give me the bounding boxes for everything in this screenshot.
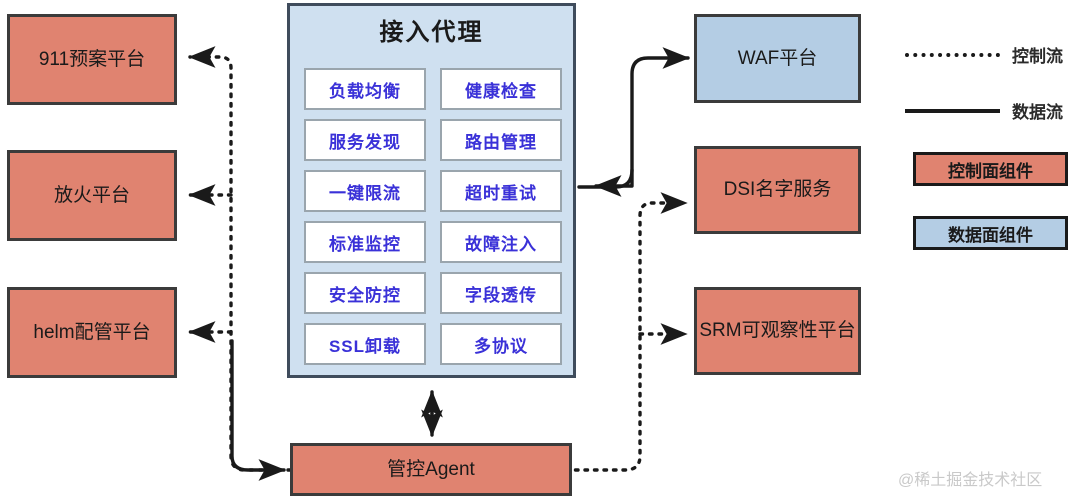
capability-cell[interactable]: 超时重试 (440, 170, 562, 212)
solid-line-icon (905, 108, 1000, 113)
data-flow-agent-in (230, 339, 286, 481)
node-911-plan-platform[interactable]: 911预案平台 (7, 14, 177, 105)
node-fire-drill-platform[interactable]: 放火平台 (7, 150, 177, 241)
capability-cell[interactable]: 多协议 (440, 323, 562, 365)
access-proxy-title: 接入代理 (379, 19, 484, 46)
legend-row-control-flow: 控制流 (905, 42, 1063, 67)
node-helm-config-platform[interactable]: helm配管平台 (7, 287, 177, 378)
capability-cell[interactable]: 服务发现 (304, 119, 426, 161)
legend: 控制流 数据流 控制面组件 数据面组件 (905, 20, 1080, 270)
capability-cell[interactable]: 一键限流 (304, 170, 426, 212)
capability-cell[interactable]: 负载均衡 (304, 68, 426, 110)
node-dsi-name-service[interactable]: DSI名字服务 (694, 146, 861, 234)
control-flow-left (188, 46, 302, 472)
node-label: DSI名字服务 (723, 179, 832, 201)
capability-cell[interactable]: 健康检查 (440, 68, 562, 110)
node-label: SRM可观察性平台 (699, 320, 856, 342)
data-flow-waf (577, 47, 690, 197)
capability-cell[interactable]: 标准监控 (304, 221, 426, 263)
legend-row-data-flow: 数据流 (905, 98, 1063, 123)
capability-cell[interactable]: 路由管理 (440, 119, 562, 161)
legend-label: 数据流 (1012, 103, 1063, 122)
legend-label: 控制流 (1012, 47, 1063, 66)
legend-chip-label: 控制面组件 (948, 161, 1033, 181)
dotted-line-icon (905, 52, 1000, 57)
node-label: 放火平台 (53, 184, 130, 206)
control-flow-right (564, 192, 688, 472)
node-label: 911预案平台 (38, 48, 146, 70)
legend-chip-data-plane: 数据面组件 (913, 216, 1068, 250)
capability-cell[interactable]: 安全防控 (304, 272, 426, 314)
access-proxy-panel[interactable]: 接入代理 负载均衡 健康检查 服务发现 路由管理 一键限流 超时重试 标准监控 … (287, 3, 576, 378)
node-waf-platform[interactable]: WAF平台 (694, 14, 861, 103)
legend-chip-control-plane: 控制面组件 (913, 152, 1068, 186)
capability-grid: 负载均衡 健康检查 服务发现 路由管理 一键限流 超时重试 标准监控 故障注入 … (304, 68, 562, 365)
node-label: WAF平台 (737, 47, 818, 69)
node-srm-observability-platform[interactable]: SRM可观察性平台 (694, 287, 861, 375)
capability-cell[interactable]: 故障注入 (440, 221, 562, 263)
legend-chip-label: 数据面组件 (948, 225, 1033, 245)
node-management-agent[interactable]: 管控Agent (290, 443, 572, 496)
watermark: @稀土掘金技术社区 (898, 472, 1043, 489)
node-label: helm配管平台 (33, 321, 151, 343)
capability-cell[interactable]: SSL卸载 (304, 323, 426, 365)
node-label: 管控Agent (387, 458, 475, 480)
capability-cell[interactable]: 字段透传 (440, 272, 562, 314)
